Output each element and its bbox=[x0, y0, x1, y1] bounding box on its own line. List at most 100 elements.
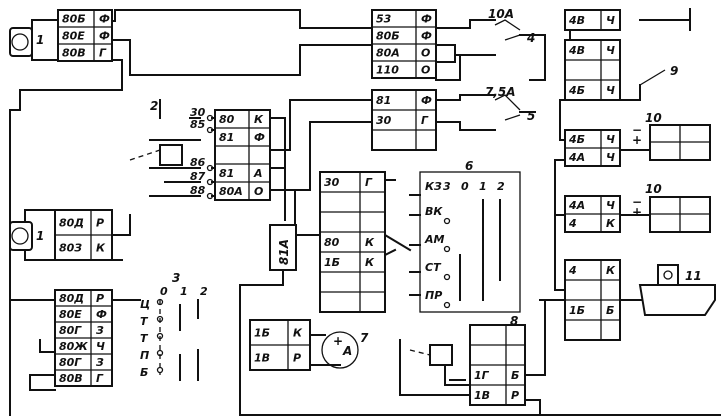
terminal-marker: О bbox=[254, 185, 263, 198]
terminal-code: 110 bbox=[376, 64, 399, 77]
svg-text:2: 2 bbox=[150, 99, 158, 113]
terminal-marker: К bbox=[606, 217, 616, 230]
relay-pin bbox=[206, 178, 214, 186]
terminal-marker: Ф bbox=[254, 131, 265, 144]
switch-3-number: 3 bbox=[172, 271, 180, 285]
terminal-marker: Б bbox=[511, 369, 519, 382]
generator-1-top: 1 bbox=[9, 27, 44, 57]
svg-text:10: 10 bbox=[645, 182, 662, 196]
terminal-marker: Р bbox=[96, 292, 104, 305]
terminal-code: 81 bbox=[376, 94, 391, 107]
switch-3-position: 2 bbox=[200, 285, 208, 298]
switch-3-position: 1 bbox=[180, 285, 188, 298]
terminal-code: 80 bbox=[219, 113, 235, 126]
svg-text:4: 4 bbox=[526, 31, 535, 45]
relay-pin-label: 86 bbox=[190, 156, 206, 169]
relay-pin-label: 85 bbox=[190, 118, 206, 131]
svg-text:5: 5 bbox=[527, 109, 535, 123]
terminal-marker: Ч bbox=[606, 199, 615, 212]
terminal-code: 1Б bbox=[254, 327, 270, 340]
terminal-marker: Ч bbox=[606, 133, 615, 146]
terminal-marker: Ф bbox=[96, 308, 107, 321]
relay-pin bbox=[206, 126, 214, 134]
relay-8: 8 bbox=[409, 314, 518, 366]
switch-3-row-label: П bbox=[140, 349, 149, 362]
svg-text:8: 8 bbox=[510, 314, 518, 328]
switch-6-row-label: ВК bbox=[425, 205, 443, 218]
switch-6-position: 3 bbox=[443, 180, 451, 193]
svg-text:−: − bbox=[632, 195, 642, 209]
terminal-code: 80Б bbox=[62, 13, 86, 26]
switch-6-row-label: АМ bbox=[424, 233, 445, 246]
svg-text:9: 9 bbox=[670, 64, 678, 78]
switch-3-row-label: Ц bbox=[140, 298, 150, 311]
terminal-marker: Б bbox=[606, 304, 614, 317]
terminal-marker: К bbox=[606, 264, 616, 277]
terminal-marker: Р bbox=[96, 217, 104, 230]
terminal-marker: Ф bbox=[421, 94, 432, 107]
svg-text:+: + bbox=[333, 334, 343, 348]
svg-text:11: 11 bbox=[685, 269, 702, 283]
svg-text:1: 1 bbox=[36, 229, 44, 243]
terminal-code: 80Д bbox=[59, 217, 84, 230]
terminal-marker: Р bbox=[511, 389, 519, 402]
terminal-code: 4А bbox=[568, 151, 585, 164]
terminal-code: 4Б bbox=[568, 133, 585, 146]
terminal-marker: К bbox=[365, 256, 375, 269]
svg-text:7: 7 bbox=[360, 331, 369, 345]
terminal-code: 81 bbox=[219, 131, 234, 144]
switch-3-row-label: Б bbox=[140, 366, 148, 379]
switch-6-position: 0 bbox=[461, 180, 469, 193]
svg-text:1: 1 bbox=[36, 33, 44, 47]
terminal-marker: Ф bbox=[421, 30, 432, 43]
switch-6-position: 1 bbox=[479, 180, 487, 193]
terminal-marker: З bbox=[96, 356, 104, 369]
svg-text:81А: 81А bbox=[277, 239, 291, 265]
terminal-marker: З bbox=[96, 324, 104, 337]
relay-pin bbox=[206, 192, 214, 200]
relay-pin-label: 87 bbox=[190, 170, 206, 183]
switch-3-position: 0 bbox=[160, 285, 168, 298]
terminal-code: 80Е bbox=[59, 308, 82, 321]
terminal-code: 4 bbox=[568, 217, 577, 230]
terminal-marker: Ф bbox=[421, 13, 432, 26]
terminal-code: 80А bbox=[376, 47, 400, 60]
terminal-code: 4В bbox=[568, 14, 585, 27]
switch-6-row-label: СТ bbox=[425, 261, 442, 274]
relay-pin bbox=[206, 114, 214, 122]
terminal-marker: Ч bbox=[606, 44, 615, 57]
terminal-code: 80Д bbox=[59, 292, 84, 305]
switch-6-row-label: ПР bbox=[425, 289, 442, 302]
terminal-marker: Г bbox=[99, 47, 107, 60]
terminal-box-b4a: 4А Ч 4 К bbox=[564, 195, 621, 233]
svg-text:A: A bbox=[342, 344, 352, 358]
meter-7: A + 7 bbox=[321, 331, 369, 369]
wire-81a: 81А bbox=[269, 224, 297, 271]
terminal-marker: К bbox=[293, 327, 303, 340]
terminal-marker: Г bbox=[96, 372, 104, 385]
terminal-code: 4А bbox=[568, 199, 585, 212]
terminal-marker: К bbox=[365, 236, 375, 249]
terminal-marker: Г bbox=[421, 114, 429, 127]
svg-text:10: 10 bbox=[645, 111, 662, 125]
terminal-code: 1Б bbox=[324, 256, 340, 269]
terminal-code: 4 bbox=[568, 264, 577, 277]
switch-6-position: КЗ bbox=[425, 180, 442, 193]
terminal-code: 80В bbox=[62, 47, 86, 60]
relay-pin-label: 30 bbox=[190, 106, 206, 119]
fuse-5: 5 7,5А bbox=[485, 85, 535, 123]
switch-6-position: 2 bbox=[497, 180, 505, 193]
terminal-code: 80Б bbox=[376, 30, 400, 43]
